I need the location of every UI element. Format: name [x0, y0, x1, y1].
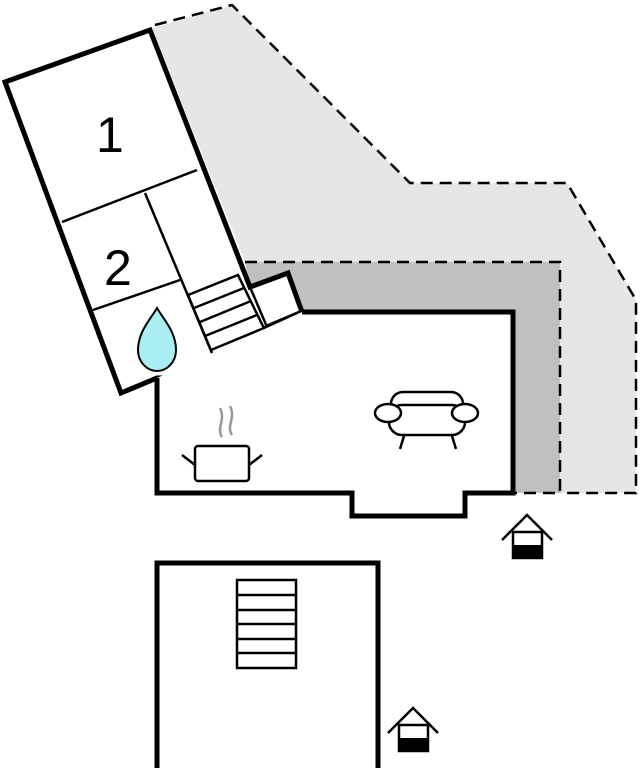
terrace-dark-area: [245, 262, 560, 493]
entrance-icon: [387, 706, 439, 753]
wall: [248, 286, 269, 328]
wall: [92, 278, 181, 312]
bathroom-drop-icon: [136, 306, 178, 373]
entrance-icon: [501, 513, 553, 560]
wall: [61, 168, 198, 224]
terrace-light-border: [154, 3, 638, 495]
room-label-1: 1: [96, 107, 124, 163]
stairs-icon: [235, 578, 298, 670]
sofa-icon: [373, 390, 480, 450]
terrace-light-area: [152, 5, 636, 493]
terrace-dark-border: [245, 260, 562, 495]
kitchen-pot-icon: [181, 405, 263, 483]
room-label-2: 2: [104, 240, 132, 296]
